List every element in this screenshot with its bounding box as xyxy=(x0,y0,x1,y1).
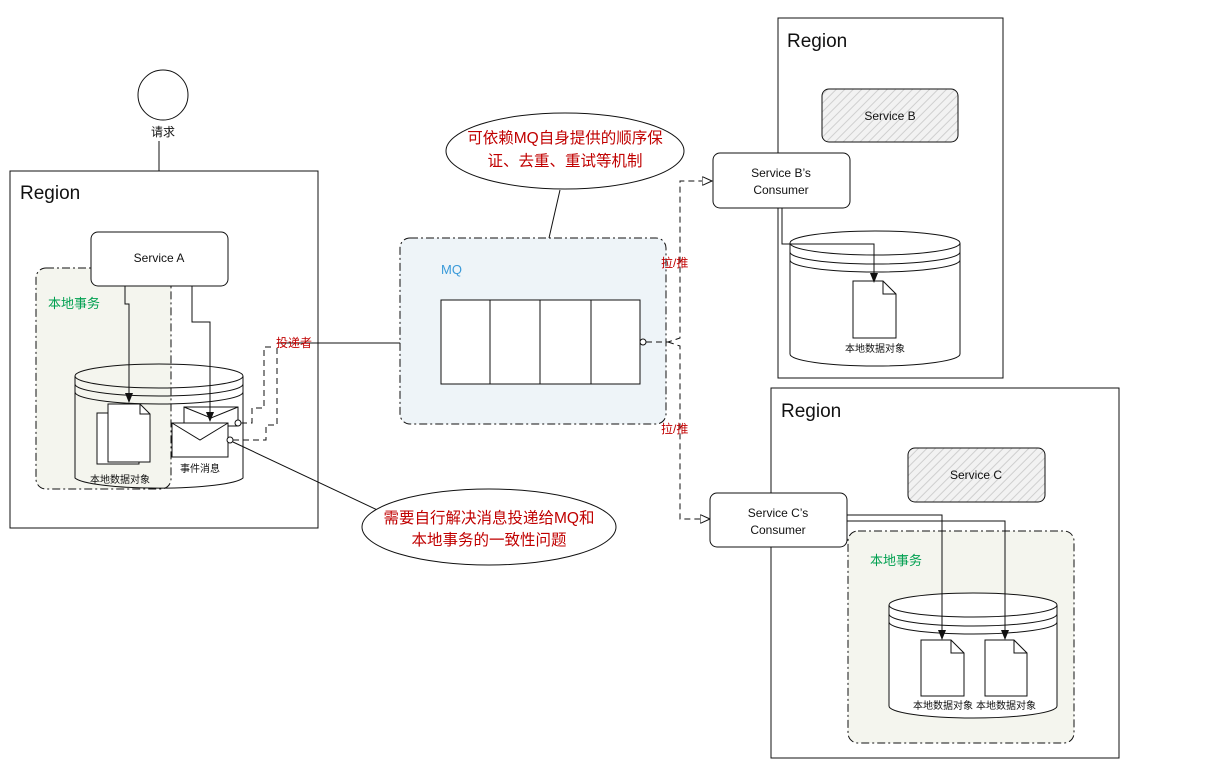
service-a-to-message-arrow xyxy=(191,286,214,422)
callout-consistency-pointer xyxy=(232,441,389,516)
local-data-object-b-label: 本地数据对象 xyxy=(845,342,905,355)
database-c xyxy=(888,592,1058,719)
callout-consistency xyxy=(361,488,617,566)
pull-push-c-label: 拉/推 xyxy=(661,421,688,436)
consumer-b-line2: Consumer xyxy=(753,183,808,197)
consumer-b-to-data-arrow xyxy=(781,208,878,283)
local-transaction-c-label: 本地事务 xyxy=(870,553,922,568)
consumer-c-box xyxy=(709,492,848,548)
document-icon-a xyxy=(96,403,151,465)
mq-to-consumers-edges xyxy=(639,181,712,519)
callout-consistency-line2: 本地事务的一致性问题 xyxy=(411,531,566,549)
callout-mq-pointer xyxy=(548,189,561,239)
mq-queue xyxy=(440,299,641,385)
service-c-box xyxy=(907,447,1046,503)
document-icon-c2 xyxy=(984,639,1028,697)
request-label: 请求 xyxy=(151,125,175,139)
callout-mq-guarantee xyxy=(445,112,685,190)
consumer-c-to-data2-arrow xyxy=(847,520,1009,640)
region-c-title: Region xyxy=(781,401,841,422)
document-icon-c1 xyxy=(920,639,965,697)
callout-mq-line2: 证、去重、重试等机制 xyxy=(487,152,642,170)
database-a xyxy=(74,363,244,489)
service-b-box xyxy=(821,88,959,143)
service-b-label: Service B xyxy=(864,109,915,123)
service-c-label: Service C xyxy=(950,468,1002,482)
consumer-b-line1: Service B’s xyxy=(751,166,811,180)
mq-label: MQ xyxy=(441,262,462,277)
consumer-c-line2: Consumer xyxy=(750,523,805,537)
pull-push-b-label: 拉/推 xyxy=(661,255,688,270)
local-transaction-a-label: 本地事务 xyxy=(48,296,100,311)
local-data-object-c1-label: 本地数据对象 xyxy=(913,699,973,712)
consumer-c-to-data1-arrow xyxy=(847,514,946,640)
service-a-box xyxy=(90,231,229,287)
local-data-object-c2-label: 本地数据对象 xyxy=(976,699,1036,712)
envelope-icon xyxy=(171,406,239,458)
local-data-object-a-label: 本地数据对象 xyxy=(90,473,150,486)
service-a-label: Service A xyxy=(134,251,185,265)
service-a-to-data-arrow xyxy=(124,286,133,403)
callout-consistency-line1: 需要自行解决消息投递给MQ和 xyxy=(384,509,595,527)
deliver-label: 投递者 xyxy=(276,335,312,350)
consumer-b-box xyxy=(712,152,851,209)
region-b-title: Region xyxy=(787,31,847,52)
consumer-c-line1: Service C’s xyxy=(748,506,808,520)
callout-mq-line1: 可依赖MQ自身提供的顺序保 xyxy=(467,129,663,147)
event-message-label: 事件消息 xyxy=(180,462,220,475)
request-circle xyxy=(137,69,189,121)
region-a-title: Region xyxy=(20,183,80,204)
document-icon-b xyxy=(852,280,897,339)
